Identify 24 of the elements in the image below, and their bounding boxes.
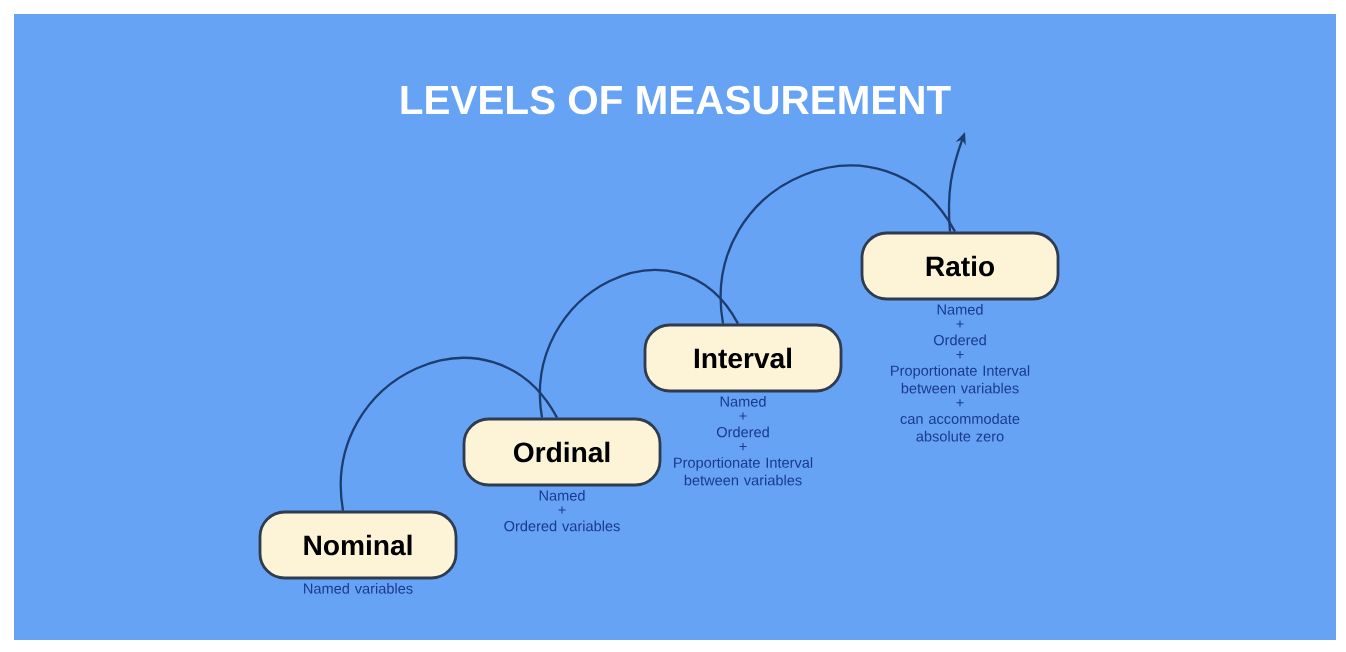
level-box: Nominal: [258, 510, 458, 580]
note-text: +: [739, 412, 747, 420]
arc-connector: [538, 268, 739, 418]
note-text: Named: [539, 490, 585, 501]
note-text: Ordered: [933, 334, 986, 346]
note-text: +: [956, 399, 964, 407]
note-text: +: [558, 506, 566, 514]
note-text: Ordered: [716, 426, 769, 438]
note-text: Proportionate Interval between variables: [891, 365, 1030, 394]
note-text: +: [956, 351, 964, 359]
note-text: Named variables: [304, 583, 413, 594]
note-text: +: [739, 443, 747, 451]
note-text: Named: [937, 304, 983, 315]
arc-connector: [339, 357, 558, 511]
title: LEVELS OF MEASUREMENT: [401, 85, 951, 115]
note-text: Ordered variables: [504, 520, 620, 532]
arc-connector: [719, 164, 956, 324]
level-box: Interval: [643, 323, 843, 393]
note-text: Proportionate Interval between variables: [674, 457, 813, 486]
note-text: Named: [720, 396, 766, 407]
level-box: Ratio: [860, 231, 1060, 301]
note-text: can accommodate absolute zero: [900, 413, 1020, 442]
note-text: +: [956, 320, 964, 328]
level-box: Ordinal: [462, 417, 662, 487]
